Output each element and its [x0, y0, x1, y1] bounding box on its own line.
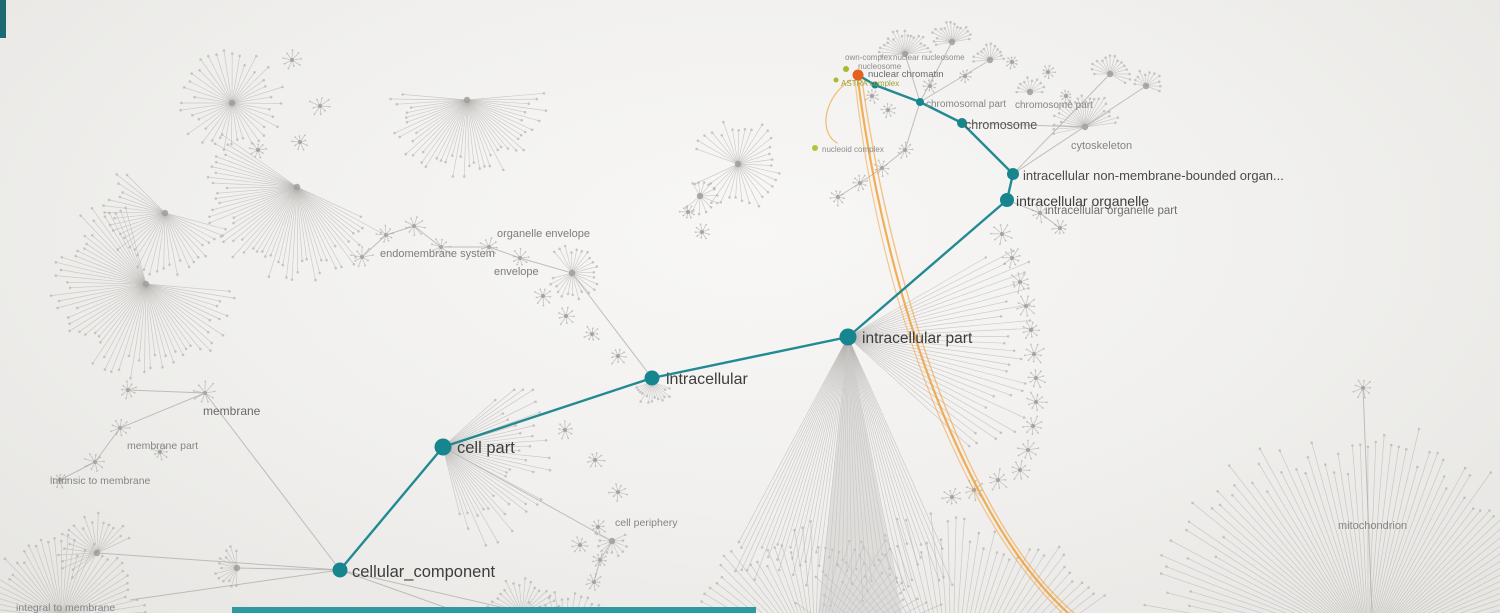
node-chromosomal-part-node[interactable]	[916, 98, 924, 106]
label-astra-complex: ASTRA complex	[841, 79, 899, 88]
highlight-edge	[873, 83, 922, 104]
node-nucleoid-complex-node[interactable]	[812, 145, 818, 151]
node-chromatin-highlight[interactable]	[852, 69, 864, 81]
label-integral-to-membrane: integral to membrane	[16, 602, 115, 613]
label-cytoskeleton: cytoskeleton	[1071, 140, 1132, 152]
label-membrane-part: membrane part	[127, 440, 198, 452]
node-chromatin-node[interactable]	[871, 81, 879, 89]
label-membrane: membrane	[203, 404, 261, 418]
label-nucleoid-complex: nucleoid complex	[822, 145, 884, 154]
node-green-term-2[interactable]	[833, 77, 839, 83]
orange-edge	[856, 78, 1070, 613]
label-endomembrane-system: endomembrane system	[380, 248, 495, 260]
label-layer: cellular_component cell part intracellular…	[16, 53, 1407, 613]
label-envelope: envelope	[494, 266, 539, 278]
label-nucleosome: nucleosome	[858, 62, 902, 71]
gray-edge-layer	[59, 41, 1373, 613]
label-chromosome-part: chromosome part	[1015, 100, 1093, 111]
highlight-edge	[650, 335, 850, 380]
node-intracellular-organelle[interactable]	[1000, 193, 1014, 207]
label-organelle-envelope: organelle envelope	[497, 228, 590, 240]
label-nuclear-nucleosome: nuclear nucleosome	[893, 53, 965, 62]
node-intracellular[interactable]	[644, 370, 660, 386]
node-label-intracellular: intracellular	[666, 371, 748, 388]
orange-edge-layer	[825, 78, 1075, 613]
highlight-edge	[960, 121, 1015, 176]
label-nuclear-chromatin: nuclear chromatin	[868, 69, 944, 80]
label-chromosomal-part: chromosomal part	[926, 99, 1006, 110]
highlight-path-layer	[338, 73, 1015, 572]
label-intracellular-organelle-part: intracellular organelle part	[1045, 205, 1178, 217]
node-layer	[332, 66, 1019, 578]
label-own-complex: own-complex	[845, 53, 892, 62]
node-cell-part[interactable]	[434, 438, 452, 456]
wedge-layer	[818, 337, 902, 613]
node-label-intracellular-organelle: intracellular organelle	[1016, 193, 1149, 209]
orange-edge	[854, 79, 1063, 613]
orange-edge	[861, 79, 1075, 613]
left-edge-bar	[0, 0, 6, 38]
label-cell-periphery: cell periphery	[615, 517, 678, 529]
bottom-edge-bar	[232, 607, 756, 613]
label-chromosome: chromosome	[965, 118, 1037, 132]
fan-layer	[0, 20, 1500, 613]
node-label-cell-part: cell part	[457, 439, 515, 457]
node-non-membrane-bounded-organelle[interactable]	[1007, 168, 1019, 180]
label-mitochondrion: mitochondrion	[1338, 520, 1407, 532]
node-cellular-component[interactable]	[332, 562, 348, 578]
node-green-term-1[interactable]	[843, 66, 849, 72]
label-intrinsic-to-membrane: intrinsic to membrane	[50, 475, 151, 487]
highlight-edge	[846, 198, 1009, 339]
highlight-edge	[918, 100, 964, 125]
orange-edge	[825, 79, 852, 144]
highlight-edge	[338, 445, 445, 572]
node-chromosome-node[interactable]	[957, 118, 967, 128]
dense-edge-bundle	[818, 337, 902, 613]
node-label-intracellular-part: intracellular part	[862, 330, 973, 347]
highlight-edge	[441, 376, 654, 449]
node-intracellular-part[interactable]	[839, 328, 857, 346]
label-intracellular-non-membrane-bounded-organ: intracellular non-membrane-bounded organ…	[1023, 168, 1284, 183]
node-label-cellular-component: cellular_component	[352, 563, 496, 581]
